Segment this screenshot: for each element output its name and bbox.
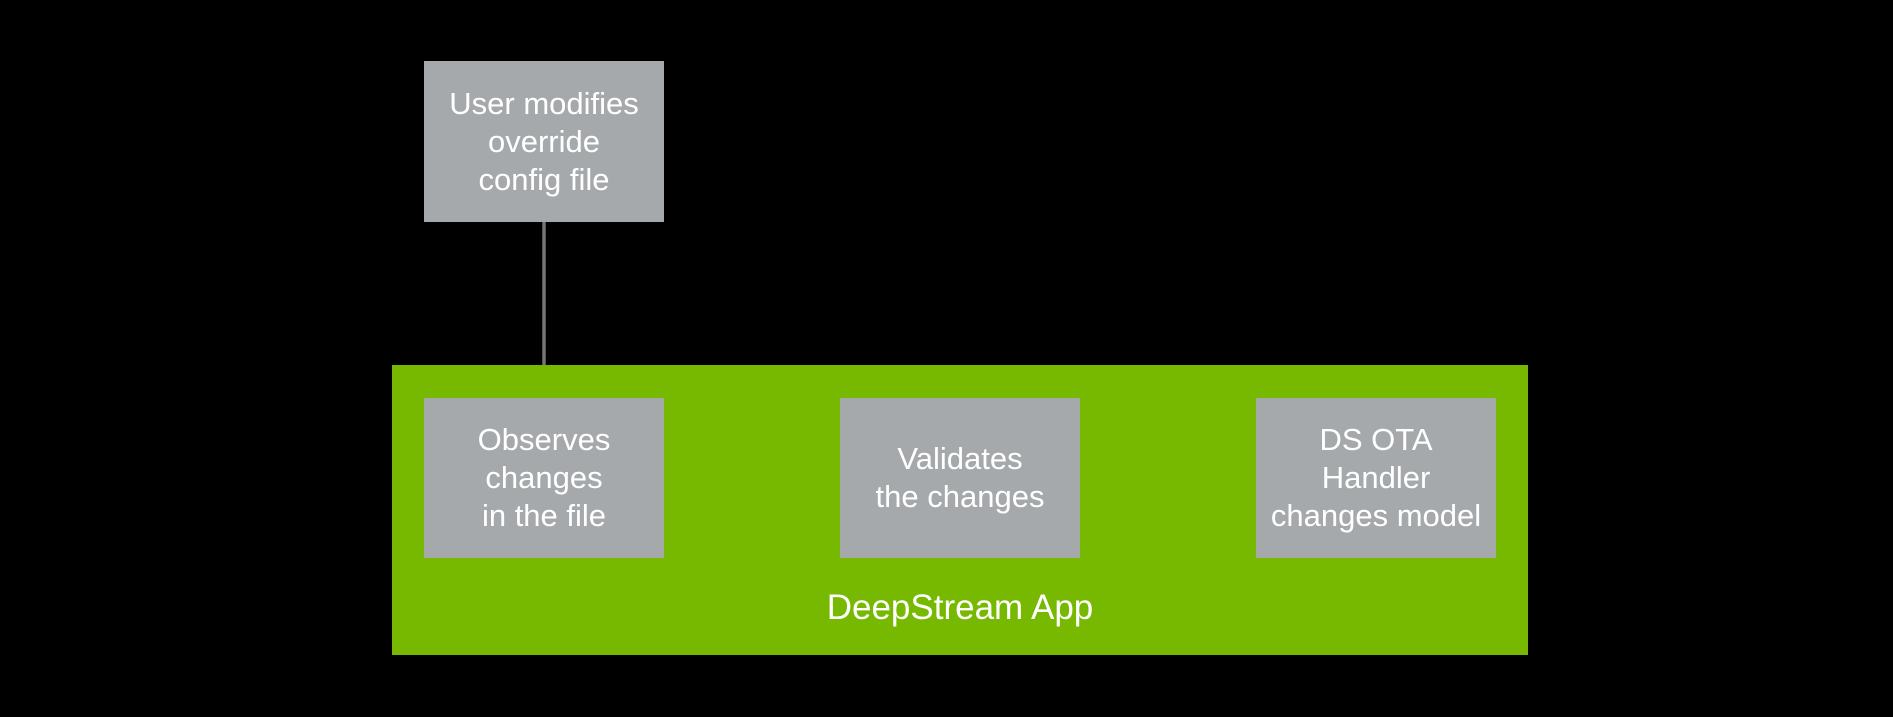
node-text-line: DS OTA [1319,422,1433,457]
node-text-line: config file [478,161,610,197]
node-text-line: User modifies [449,85,639,121]
node-text-line: Observes [477,422,611,457]
node-observes-changes: Observes changes in the file [424,398,664,558]
node-text-line: Validates [897,441,1023,476]
node-user-modifies-config: User modifies override config file [424,61,664,222]
node-text-line: in the file [481,498,607,533]
node-text-line: override [488,123,600,159]
node-text-line: the changes [875,479,1045,514]
node-validates-changes: Validates the changes [840,398,1080,558]
node-text-line: Handler [1321,460,1431,495]
node-ds-ota-handler: DS OTA Handler changes model [1256,398,1496,558]
deepstream-app-container: Observes changes in the file Validates t… [392,365,1528,655]
node-text-line: changes [485,460,603,495]
deepstream-app-label: DeepStream App [826,588,1094,627]
node-text-line: changes model [1270,498,1482,533]
